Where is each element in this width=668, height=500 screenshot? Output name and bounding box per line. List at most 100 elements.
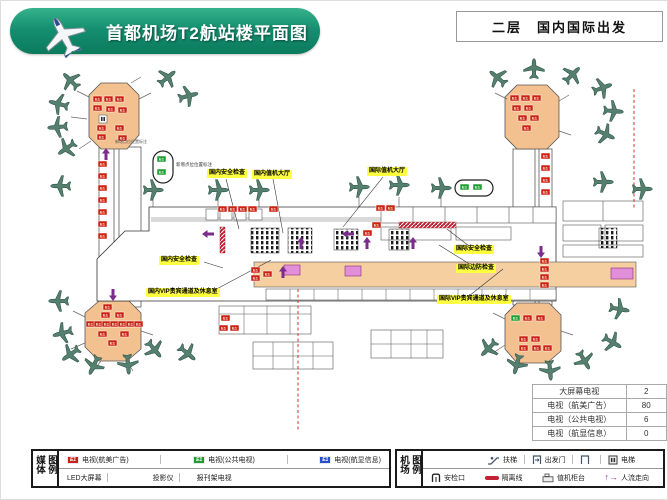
table-row: 电视（航美广告） 80 (532, 398, 667, 413)
jet-bridges (70, 76, 574, 374)
legend-item: E1 电视(航美广告) (67, 455, 129, 465)
airplane-icon (598, 327, 627, 357)
table-row: 大屏幕电视 2 (532, 384, 667, 399)
door-icon (581, 454, 590, 464)
tv-red-icon: E1 (385, 204, 396, 212)
tv-red-icon: E1 (97, 184, 108, 192)
svg-text:E1: E1 (543, 190, 549, 195)
tv-red-icon: E1 (535, 314, 546, 322)
svg-text:E1: E1 (542, 283, 548, 288)
svg-text:E1: E1 (108, 107, 114, 112)
legend-item (580, 454, 593, 465)
svg-text:E1: E1 (462, 185, 468, 190)
airport-legend-row1: 扶梯 出发门 电梯 (423, 451, 663, 468)
svg-text:E1: E1 (542, 275, 548, 280)
tv-red-icon: E1 (540, 164, 551, 172)
airplane-icon (152, 63, 182, 93)
tv-red-icon: E1 (92, 95, 103, 103)
tv-red-icon: E1 (109, 320, 120, 328)
svg-text:E1: E1 (136, 322, 142, 327)
svg-text:E1: E1 (250, 207, 256, 212)
tv-red-icon: E1 (540, 188, 551, 196)
tv-red-icon: E1 (218, 324, 229, 332)
svg-text:E1: E1 (103, 313, 109, 318)
media-legend-row1: E1 电视(航美广告) E1 电视(公共电视) E1 电视(航显信息) (59, 451, 389, 468)
legend-item: 报刊架电视 (196, 474, 232, 482)
airplane-icon (139, 334, 169, 364)
svg-text:E1: E1 (545, 346, 551, 351)
tv-red-icon: E1 (540, 152, 551, 160)
label-domestic-security-left: 国内安全检查 (159, 256, 200, 265)
legend-item: 安检口 (431, 473, 465, 483)
tv-red-icon: E1 (518, 335, 529, 343)
tv-red-icon: E1 (93, 320, 104, 328)
svg-text:E1: E1 (524, 126, 530, 131)
stat-value: 6 (625, 412, 667, 427)
legend-item: E1 电视(航显信息) (319, 455, 381, 465)
svg-text:E1: E1 (159, 157, 165, 162)
floor-label-box: 二层 国内国际出发 (456, 11, 663, 42)
airplane-icon (56, 66, 86, 96)
airplane-icon (591, 120, 620, 149)
airplane-icon (48, 290, 69, 312)
svg-text:E1: E1 (533, 337, 539, 342)
svg-text:E1: E1 (534, 96, 540, 101)
terminal-map: E1E1E1E1E1E1E1E1E1E1E1E1E1E1E1E1E1E1E1E1… (46, 58, 653, 431)
tv-red-icon: E1 (531, 344, 542, 352)
legend-item: 扶梯 (487, 455, 517, 465)
svg-text:E1: E1 (100, 234, 106, 239)
tv-red-icon: E1 (101, 320, 112, 328)
airplane-icon (208, 179, 229, 201)
tv-red-icon: E1 (520, 94, 531, 102)
tv-red-icon: E1 (522, 314, 533, 322)
airplane-icon (50, 320, 76, 346)
svg-text:E1: E1 (100, 210, 106, 215)
label-intl-border-check: 国际边防检查 (456, 264, 497, 273)
airplane-icon (632, 178, 653, 200)
svg-text:E1: E1 (534, 346, 540, 351)
media-legend-title: 媒体图例 (33, 451, 59, 486)
svg-text:E1: E1 (120, 108, 126, 113)
svg-text:E1: E1 (542, 267, 548, 272)
svg-text:E1: E1 (514, 106, 520, 111)
tv-red-icon: E1 (237, 205, 248, 213)
tv-red-icon: E1 (117, 134, 128, 142)
airplane-icon (431, 177, 452, 199)
svg-text:E1: E1 (110, 341, 116, 346)
airplane-icon (607, 296, 632, 322)
legend-item: 值机柜台 (542, 473, 585, 483)
svg-text:E1: E1 (117, 126, 123, 131)
svg-text:E1: E1 (95, 106, 101, 111)
airplane-icon (389, 174, 410, 196)
airplane-icon (56, 339, 86, 369)
tv-red-icon: E1 (97, 160, 108, 168)
svg-text:E1: E1 (117, 313, 123, 318)
tv-red-icon: E1 (133, 320, 144, 328)
tv-red-icon: E1 (85, 320, 96, 328)
tv-red-icon: E1 (371, 221, 382, 229)
tv-red-icon: E1 (97, 220, 108, 228)
tv-red-icon: E1 (100, 311, 111, 319)
airport-legend-row2: 安检口 隔离线 值机柜台 ↑→ 人流走向 (423, 468, 663, 486)
svg-text:E1: E1 (378, 206, 384, 211)
svg-text:E1: E1 (523, 96, 529, 101)
svg-text:E1: E1 (271, 207, 277, 212)
svg-text:E1: E1 (543, 166, 549, 171)
label-domestic-checkin-hall: 国内值机大厅 (252, 170, 293, 179)
stat-value: 0 (625, 426, 667, 441)
svg-text:E1: E1 (525, 316, 531, 321)
airport-legend-title: 机场图例 (397, 451, 423, 486)
tv-red-icon: E1 (521, 124, 532, 132)
tv-red-icon: E1 (96, 124, 107, 132)
new-point-note: 新增点位位置标注 (176, 162, 212, 167)
svg-text:E1: E1 (106, 97, 112, 102)
tv-red-icon: E1 (117, 106, 128, 114)
airplane-icon (46, 91, 72, 117)
tv-red-icon: E1 (97, 208, 108, 216)
airplane-photo-icon (45, 17, 87, 59)
tv-count-table: 大屏幕电视 2 电视（航美广告） 80 电视（公共电视） 6 电视（航显信息） … (532, 384, 667, 441)
svg-text:E1: E1 (100, 162, 106, 167)
svg-text:E1: E1 (100, 222, 106, 227)
stat-value: 2 (625, 384, 667, 399)
svg-text:E1: E1 (112, 322, 118, 327)
